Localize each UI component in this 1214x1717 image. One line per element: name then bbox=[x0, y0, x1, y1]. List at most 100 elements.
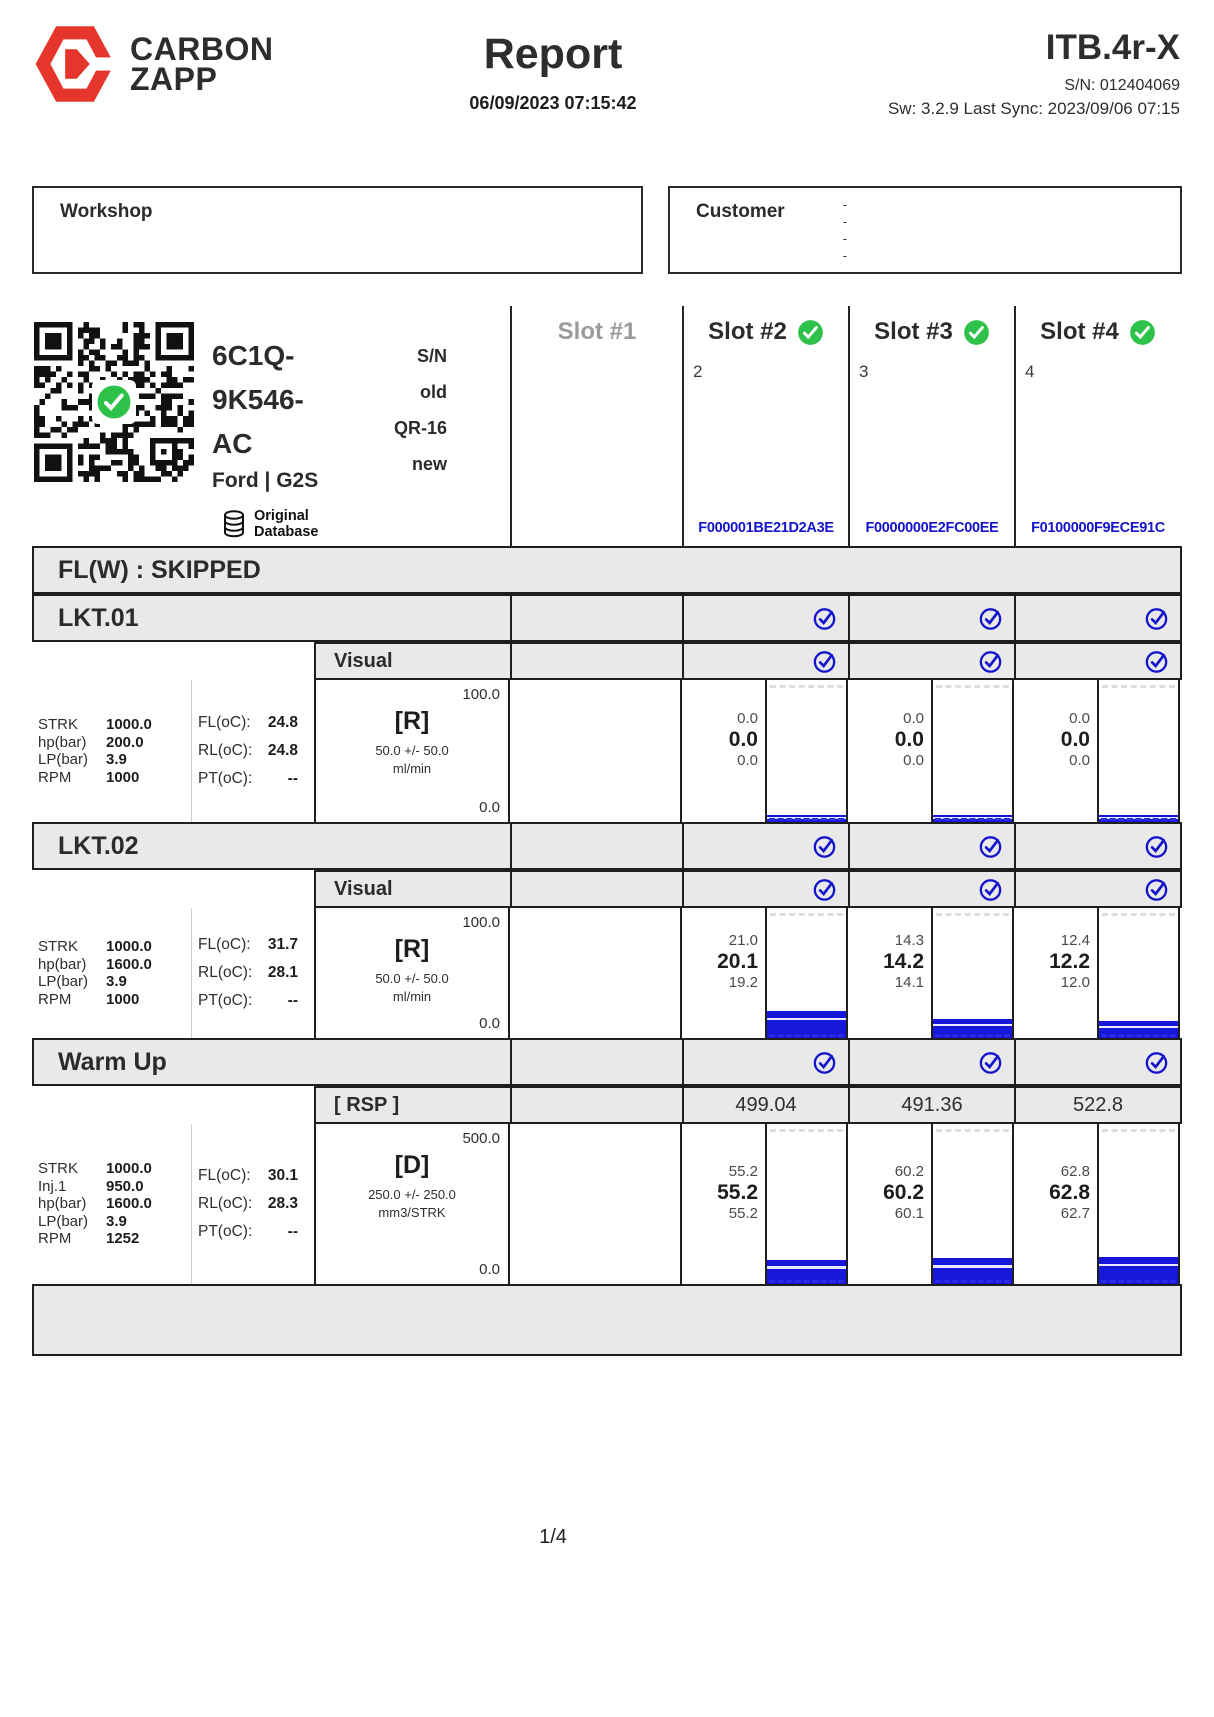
slot-1-cell bbox=[510, 824, 682, 868]
result-bar-chart bbox=[1097, 680, 1180, 822]
result-low: 0.0 bbox=[1069, 751, 1090, 769]
param-value: 3.9 bbox=[106, 1212, 127, 1230]
result-bar-chart bbox=[931, 908, 1014, 1038]
y-axis-max: 100.0 bbox=[462, 914, 500, 931]
workshop-box: Workshop bbox=[32, 186, 643, 274]
param-value: 1252 bbox=[106, 1230, 140, 1248]
slot-3-column: Slot #3 3 F0000000E2FC00EE bbox=[848, 306, 1014, 546]
sn-qr-value: QR-16 bbox=[393, 418, 447, 438]
brand-logo: CARBON ZAPP bbox=[34, 24, 273, 104]
vehicle-system: Ford | G2S bbox=[212, 469, 319, 492]
slot-1-cell bbox=[510, 1088, 682, 1122]
result-bar-chart bbox=[1097, 1124, 1180, 1284]
result-low: 60.1 bbox=[894, 1204, 924, 1222]
slot-3-cell bbox=[848, 824, 1014, 868]
slot-3-cell bbox=[848, 644, 1014, 678]
slot-4-cell bbox=[1014, 1040, 1180, 1084]
part-number-block: 6C1Q- 9K546- AC Ford | G2S bbox=[212, 334, 318, 496]
condition-label: RL(oC): bbox=[198, 964, 253, 981]
slot-1-column: Slot #1 bbox=[510, 306, 682, 546]
brand-name: CARBON ZAPP bbox=[130, 32, 273, 97]
result-low: 0.0 bbox=[903, 751, 924, 769]
database-label: Original Database bbox=[254, 508, 318, 540]
param-value: 3.9 bbox=[106, 751, 127, 768]
customer-line: - bbox=[842, 231, 848, 246]
slot-1-result-cell bbox=[510, 680, 682, 822]
result-high: 60.2 bbox=[894, 1162, 924, 1180]
result-low: 14.1 bbox=[894, 973, 924, 991]
y-axis-max: 500.0 bbox=[462, 1130, 500, 1147]
serial-info-column: S/N old QR-16 new bbox=[394, 346, 447, 490]
carbonzapp-hexagon-logo-icon bbox=[35, 26, 116, 102]
result-bar-chart bbox=[1097, 908, 1180, 1038]
result-main: 0.0 bbox=[1060, 727, 1090, 751]
result-main: 20.1 bbox=[717, 949, 758, 973]
section-flw-band: FL(W) : SKIPPED bbox=[32, 546, 1182, 594]
database-label-line: Database bbox=[254, 524, 319, 540]
customer-label: Customer bbox=[696, 201, 785, 222]
customer-box: Customer - - - - bbox=[668, 186, 1182, 274]
result-low: 0.0 bbox=[737, 751, 758, 769]
param-label: LP(bar) bbox=[38, 973, 89, 990]
warmup-rsp-row: [ RSP ] 499.04 491.36 522.8 bbox=[314, 1086, 1182, 1124]
condition-label: PT(oC): bbox=[198, 992, 253, 1009]
condition-value: 24.8 bbox=[267, 742, 298, 759]
result-low: 62.7 bbox=[1060, 1204, 1090, 1222]
customer-line: - bbox=[842, 197, 848, 212]
result-bar-chart bbox=[765, 680, 848, 822]
slot-3-pass-icon bbox=[963, 319, 990, 346]
result-low: 19.2 bbox=[728, 973, 758, 991]
section-title: LKT.02 bbox=[58, 831, 139, 860]
slot-header-row: 6C1Q- 9K546- AC Ford | G2S S/N old QR-16… bbox=[32, 306, 1182, 546]
pass-check-icon bbox=[811, 833, 838, 860]
condition-value: 28.1 bbox=[267, 964, 298, 981]
rsp-value: 522.8 bbox=[1072, 1093, 1124, 1116]
param-value: 1600.0 bbox=[106, 955, 152, 973]
param-label: RPM bbox=[38, 768, 72, 786]
chart-scale-info: 100.0 [R] 50.0 +/- 50.0 ml/min 0.0 bbox=[314, 908, 510, 1038]
section-title: Warm Up bbox=[58, 1047, 167, 1076]
slot-1-result-cell bbox=[510, 908, 682, 1038]
part-number-line: 6C1Q- bbox=[212, 340, 295, 371]
page-indicator: 1/4 bbox=[539, 1526, 567, 1548]
slot-4-cell bbox=[1014, 644, 1180, 678]
slot-4-cell: 522.8 bbox=[1014, 1088, 1180, 1122]
slot-2-index: 2 bbox=[693, 362, 703, 381]
part-number-line: 9K546- bbox=[212, 384, 304, 415]
pass-check-icon bbox=[1143, 1049, 1170, 1076]
page-title: Report bbox=[483, 30, 623, 78]
visual-label: Visual bbox=[334, 877, 393, 900]
result-main: 12.2 bbox=[1049, 949, 1090, 973]
result-high: 0.0 bbox=[903, 709, 924, 727]
chart-scale-info: 500.0 [D] 250.0 +/- 250.0 mm3/STRK 0.0 bbox=[314, 1124, 510, 1284]
slot-4-cell bbox=[1014, 596, 1180, 640]
param-label: hp(bar) bbox=[38, 955, 87, 973]
y-axis-min: 0.0 bbox=[479, 1261, 500, 1278]
brand-line-2: ZAPP bbox=[130, 61, 218, 97]
software-sync-info: Sw: 3.2.9 Last Sync: 2023/09/06 07:15 bbox=[887, 99, 1180, 118]
param-label: Inj.1 bbox=[38, 1177, 67, 1195]
slot-4-column: Slot #4 4 F0100000F9ECE91C bbox=[1014, 306, 1180, 546]
result-main: 0.0 bbox=[894, 727, 924, 751]
param-label: LP(bar) bbox=[38, 751, 89, 768]
report-datetime: 06/09/2023 07:15:42 bbox=[469, 93, 637, 113]
temperature-conditions: FL(oC):30.1 RL(oC):28.3 PT(oC):-- bbox=[192, 1124, 314, 1284]
condition-value: 30.1 bbox=[267, 1167, 298, 1184]
pass-check-icon bbox=[1143, 605, 1170, 632]
pass-check-icon bbox=[977, 605, 1004, 632]
condition-value: -- bbox=[287, 1223, 298, 1240]
visual-label: Visual bbox=[334, 649, 393, 672]
slot-2-cell bbox=[682, 872, 848, 906]
measure-unit: mm3/STRK bbox=[378, 1205, 446, 1220]
slot-1-cell bbox=[510, 1040, 682, 1084]
slot-3-index: 3 bbox=[859, 362, 869, 381]
y-axis-min: 0.0 bbox=[479, 1015, 500, 1032]
slot-3-cell bbox=[848, 1040, 1014, 1084]
result-low: 12.0 bbox=[1060, 973, 1090, 991]
